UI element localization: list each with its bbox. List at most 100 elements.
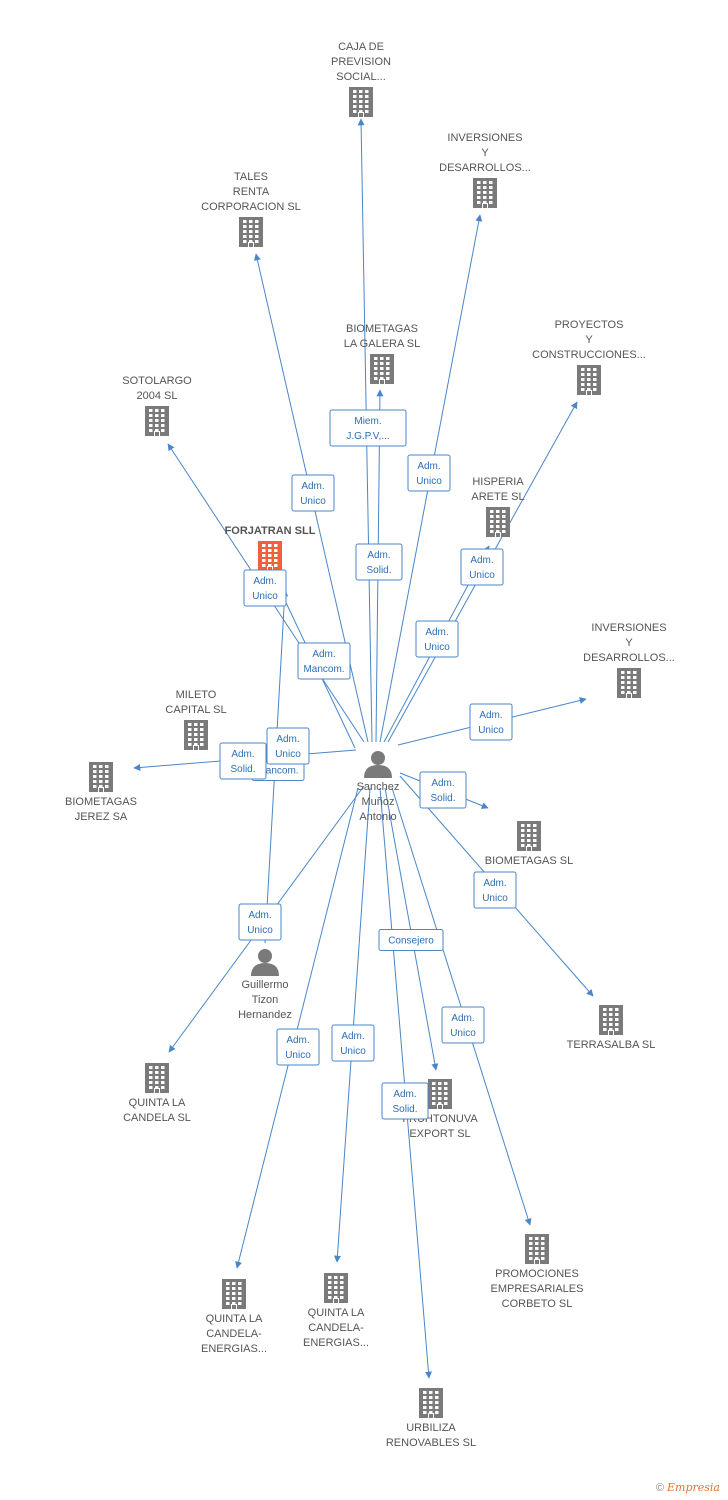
node-quinta3[interactable]: QUINTA LACANDELA-ENERGIAS... bbox=[303, 1273, 369, 1349]
edge-label: Adm. Unico bbox=[331, 1024, 375, 1062]
node-label: INVERSIONES bbox=[591, 622, 666, 634]
node-label: DESARROLLOS... bbox=[583, 652, 675, 664]
building-icon bbox=[370, 354, 394, 384]
edge-label-text: Unico bbox=[247, 925, 273, 936]
person-icon bbox=[364, 751, 392, 778]
node-label: PROMOCIONES bbox=[495, 1268, 579, 1280]
edge-label-text: Adm. bbox=[393, 1089, 416, 1100]
building-icon bbox=[258, 541, 282, 571]
node-inv2[interactable]: INVERSIONES Y DESARROLLOS... bbox=[583, 622, 675, 698]
edge-label: Adm.Solid. bbox=[219, 742, 267, 780]
copyright-symbol: © bbox=[655, 1482, 664, 1494]
node-label: CANDELA- bbox=[308, 1322, 364, 1334]
edge-label: Adm.Unico bbox=[266, 727, 310, 765]
node-label: SOTOLARGO bbox=[122, 375, 192, 387]
node-label: EMPRESARIALES bbox=[491, 1283, 584, 1295]
edge-label-text: Adm. bbox=[301, 481, 324, 492]
node-label: CORBETO SL bbox=[502, 1298, 573, 1310]
node-sotolargo[interactable]: SOTOLARGO 2004 SL bbox=[122, 375, 192, 436]
node-label: MILETO bbox=[176, 689, 217, 701]
edge-label-text: Solid. bbox=[366, 565, 391, 576]
edge-label-text: Solid. bbox=[392, 1104, 417, 1115]
node-label: Hernandez bbox=[238, 1009, 292, 1021]
node-label: Y bbox=[481, 147, 489, 159]
edge-label-text: Unico bbox=[478, 725, 504, 736]
node-label: LA GALERA SL bbox=[344, 338, 420, 350]
node-label: SOCIAL... bbox=[336, 71, 386, 83]
edge-label-text: J.G.P.V,... bbox=[346, 431, 389, 442]
building-icon bbox=[517, 821, 541, 851]
node-label: QUINTA LA bbox=[308, 1307, 365, 1319]
node-label: QUINTA LA bbox=[129, 1097, 186, 1109]
brand-logo[interactable]: Empresia bbox=[667, 1481, 720, 1494]
building-icon bbox=[525, 1234, 549, 1264]
node-quinta2[interactable]: QUINTA LACANDELA-ENERGIAS... bbox=[201, 1279, 267, 1355]
node-label: Guillermo bbox=[241, 979, 288, 991]
edge-label-text: Solid. bbox=[430, 793, 455, 804]
building-icon bbox=[145, 1063, 169, 1093]
edge-label-text: Adm. bbox=[286, 1035, 309, 1046]
edge-label-text: Adm. bbox=[341, 1031, 364, 1042]
node-label: Y bbox=[625, 637, 633, 649]
edge-label: Adm. Unico bbox=[415, 620, 459, 658]
node-label: Muñoz bbox=[361, 796, 394, 808]
building-icon bbox=[486, 507, 510, 537]
edge-label-text: Unico bbox=[340, 1046, 366, 1057]
edge-label-text: Consejero bbox=[388, 936, 434, 947]
node-label: CANDELA- bbox=[206, 1328, 262, 1340]
node-label: JEREZ SA bbox=[75, 811, 128, 823]
edge-label-text: Adm. bbox=[425, 627, 448, 638]
edge-label-text: Adm. bbox=[483, 878, 506, 889]
node-label: TERRASALBA SL bbox=[567, 1039, 656, 1051]
building-icon bbox=[349, 87, 373, 117]
building-icon bbox=[577, 365, 601, 395]
node-mileto[interactable]: MILETO CAPITAL SL bbox=[165, 689, 227, 750]
node-label: URBILIZA bbox=[406, 1422, 456, 1434]
edge-label-text: Unico bbox=[424, 642, 450, 653]
building-icon bbox=[222, 1279, 246, 1309]
edge-label: Adm.Unico bbox=[469, 703, 513, 741]
edge-label: Adm. Unico bbox=[291, 474, 335, 512]
edge-label-text: Adm. bbox=[276, 734, 299, 745]
node-label: BIOMETAGAS SL bbox=[485, 855, 573, 867]
edge-label-text: Miem. bbox=[354, 416, 381, 427]
edge-label-text: Mancom. bbox=[303, 664, 344, 675]
edge-label-text: Adm. bbox=[417, 461, 440, 472]
edge-label-text: Solid. bbox=[230, 764, 255, 775]
node-inv1[interactable]: INVERSIONESYDESARROLLOS... bbox=[439, 132, 531, 208]
node-forjatran[interactable]: FORJATRAN SLL bbox=[225, 525, 316, 571]
node-biosl[interactable]: BIOMETAGAS SL bbox=[485, 821, 573, 867]
node-label: CAJA DE bbox=[338, 41, 384, 53]
edge-label: Adm.Solid. bbox=[355, 543, 403, 581]
node-label: CAPITAL SL bbox=[165, 704, 226, 716]
edge-label-text: Adm. bbox=[451, 1013, 474, 1024]
edge-label-text: Unico bbox=[252, 591, 278, 602]
node-label: CONSTRUCCIONES... bbox=[532, 349, 646, 361]
edge-label-text: Unico bbox=[300, 496, 326, 507]
node-terrasalba[interactable]: TERRASALBA SL bbox=[567, 1005, 656, 1051]
building-icon bbox=[428, 1079, 452, 1109]
node-caja[interactable]: CAJA DEPREVISIONSOCIAL... bbox=[331, 41, 391, 117]
edge-label: Adm.Solid. bbox=[419, 771, 467, 809]
node-label: EXPORT SL bbox=[409, 1128, 470, 1140]
node-label: RENTA bbox=[233, 186, 270, 198]
node-label: CANDELA SL bbox=[123, 1112, 191, 1124]
person-icon bbox=[251, 949, 279, 976]
edge-label: Adm.Mancom. bbox=[297, 642, 351, 680]
node-label: Sanchez bbox=[357, 781, 400, 793]
edge-label-text: Unico bbox=[469, 570, 495, 581]
node-promociones[interactable]: PROMOCIONES EMPRESARIALES CORBETO SL bbox=[491, 1234, 584, 1310]
node-quinta1[interactable]: QUINTA LA CANDELA SL bbox=[123, 1063, 191, 1124]
node-label: 2004 SL bbox=[137, 390, 178, 402]
edge-label: Adm.Unico bbox=[473, 871, 517, 909]
node-proyectos[interactable]: PROYECTOSYCONSTRUCCIONES... bbox=[532, 319, 646, 395]
node-label: CORPORACION SL bbox=[201, 201, 301, 213]
